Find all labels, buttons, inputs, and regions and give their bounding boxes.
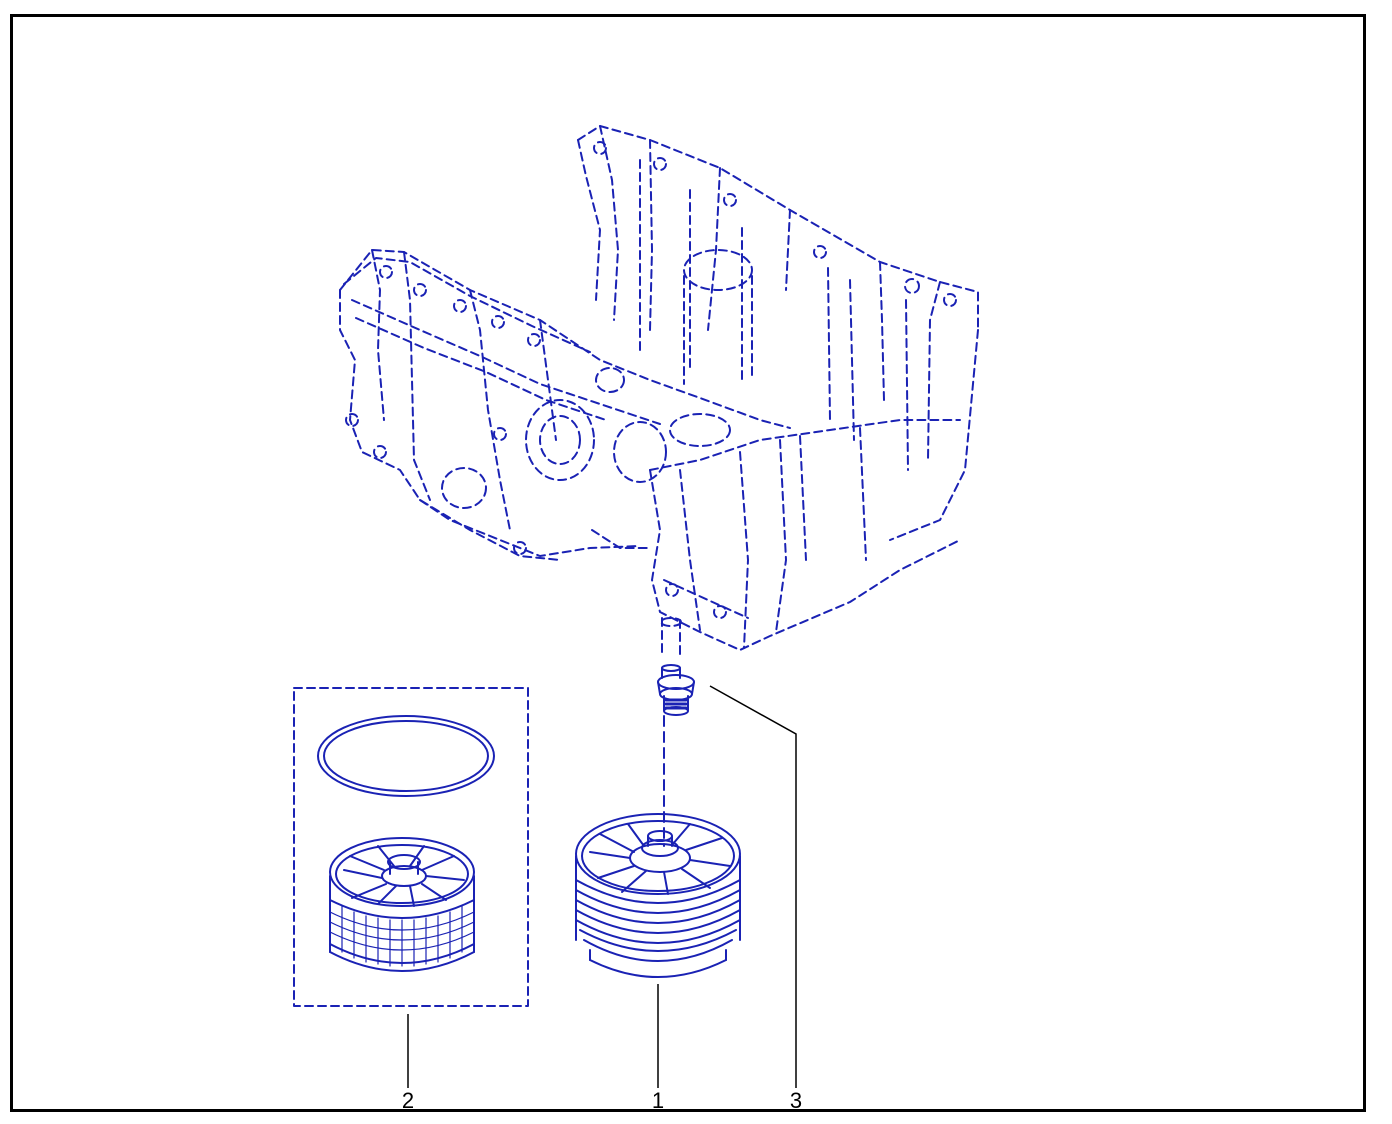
callout-3-leader	[709, 685, 797, 1088]
callout-label-3: 3	[789, 1088, 803, 1113]
item-3-drain-plug	[657, 664, 695, 716]
item-2-filter-kit	[293, 687, 529, 1007]
callout-label-1: 1	[651, 1088, 665, 1113]
item-1-filter-housing-cap	[575, 813, 741, 978]
callout-label-2: 2	[401, 1088, 415, 1113]
engine-block-housing	[339, 125, 979, 657]
